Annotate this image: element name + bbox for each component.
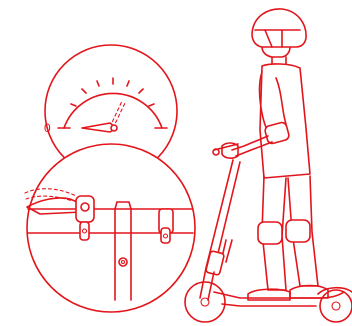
bell-lever: [161, 228, 170, 243]
scooter-front-wheel: [185, 282, 225, 322]
elbow-pad: [264, 121, 290, 144]
rider: [222, 9, 328, 300]
scooter-rear-fender: [318, 288, 352, 294]
speedometer-hub: [111, 125, 117, 131]
throttle-housing: [76, 196, 94, 222]
helmet: [252, 9, 306, 47]
right-knee-pad: [286, 220, 310, 242]
scooter-rear-wheel: [320, 290, 352, 322]
throttle-clamp: [80, 222, 89, 240]
left-knee-pad: [258, 222, 282, 244]
speedometer-zero-label: 0: [44, 121, 51, 135]
scooter-fork-light: [206, 251, 225, 276]
right-shoe: [290, 286, 328, 299]
face: [262, 47, 290, 57]
throttle-callout: [25, 144, 195, 312]
